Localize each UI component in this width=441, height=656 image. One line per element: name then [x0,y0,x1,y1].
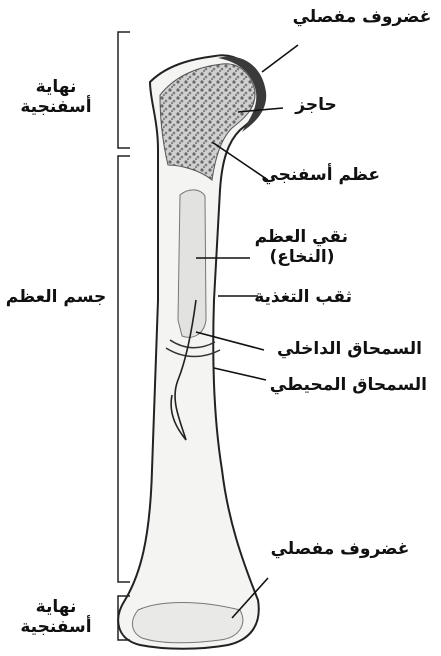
leader-articular-top [262,45,298,72]
label-spongy-end-top: نهاية أسفنجية [10,78,102,117]
label-spongy-end-top-line2: أسفنجية [10,98,102,118]
label-marrow-line2: (النخاع) [256,248,348,268]
bracket-bone-body [118,156,130,582]
label-spongy-end-top-line1: نهاية [10,78,102,98]
label-articular-cartilage-bottom: غضروف مفصلي [270,540,410,560]
leader-periosteum [214,368,266,380]
label-marrow-line1: نقي العظم [256,228,348,248]
label-spongy-bone: عظم أسفنجي [268,166,380,186]
marrow-cavity [178,190,206,337]
label-spongy-end-bottom: نهاية أسفنجية [10,598,102,637]
label-articular-cartilage-top: غضروف مفصلي [292,8,432,28]
label-marrow: نقي العظم (النخاع) [256,228,348,267]
bracket-spongy-end-top [118,32,130,148]
label-spongy-end-bottom-line2: أسفنجية [10,618,102,638]
label-nutrient-foramen: ثقب التغذية [260,288,352,308]
label-septum: حاجز [286,96,346,116]
label-spongy-end-bottom-line1: نهاية [10,598,102,618]
label-periosteum: السمحاق المحيطي [272,376,427,396]
label-bone-body: جسم العظم [4,288,108,308]
label-endosteum: السمحاق الداخلي [272,340,427,360]
